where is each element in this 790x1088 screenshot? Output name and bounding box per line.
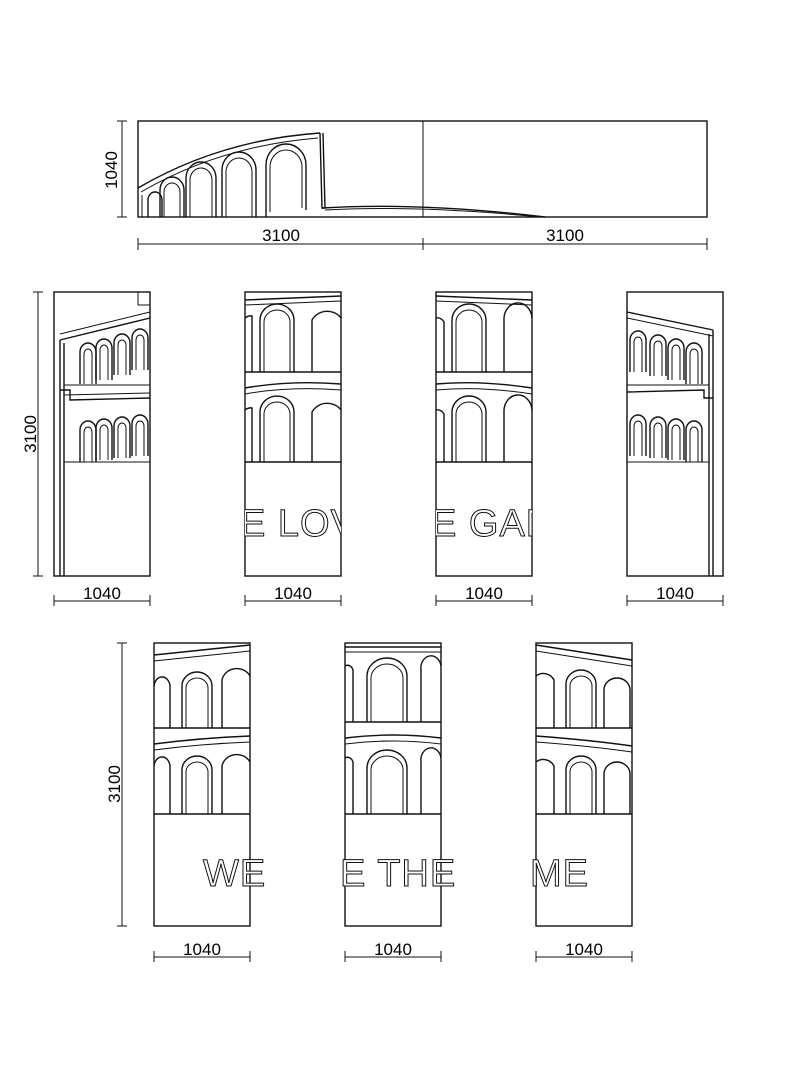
r1p1-width-label: 1040 (83, 584, 121, 603)
r2p2-width-label: 1040 (374, 940, 412, 959)
row1-height-label: 3100 (21, 415, 40, 453)
panel-r2p3: ME (530, 642, 633, 927)
panel-r1p2-slogan: E LOV (240, 503, 357, 545)
panel-r1p2: E LOV (240, 291, 357, 577)
r2p1-width-label: 1040 (183, 940, 221, 959)
top-width-dimension: 3100 3100 (137, 226, 708, 250)
panel-r1p4 (626, 291, 724, 577)
r2p3-width-label: 1040 (565, 940, 603, 959)
top-width-left-label: 3100 (262, 226, 300, 245)
row1-height-dimension: 3100 (21, 291, 43, 577)
panel-r2p3-slogan: ME (530, 853, 589, 895)
top-height-label: 1040 (102, 151, 121, 189)
row2-height-dimension: 3100 (105, 642, 127, 927)
panel-r1p3-slogan: E GAM (431, 503, 558, 545)
panel-r2p1-slogan: WE (203, 853, 266, 895)
row2-width-dimensions: 1040 1040 1040 (153, 940, 633, 962)
row2-height-label: 3100 (105, 765, 124, 803)
row1-width-dimensions: 1040 1040 1040 1040 (53, 584, 724, 606)
panel-r1p3: E GAM (431, 291, 558, 577)
r1p2-width-label: 1040 (274, 584, 312, 603)
panel-r1p1 (53, 291, 151, 577)
panel-r2p2-slogan: E THE (340, 853, 456, 895)
r1p3-width-label: 1040 (465, 584, 503, 603)
top-height-dimension: 1040 (102, 120, 127, 218)
panel-r2p1: WE (153, 642, 266, 927)
panel-r2p2: E THE (340, 642, 456, 927)
top-width-right-label: 3100 (546, 226, 584, 245)
r1p4-width-label: 1040 (656, 584, 694, 603)
top-panel (137, 120, 708, 218)
